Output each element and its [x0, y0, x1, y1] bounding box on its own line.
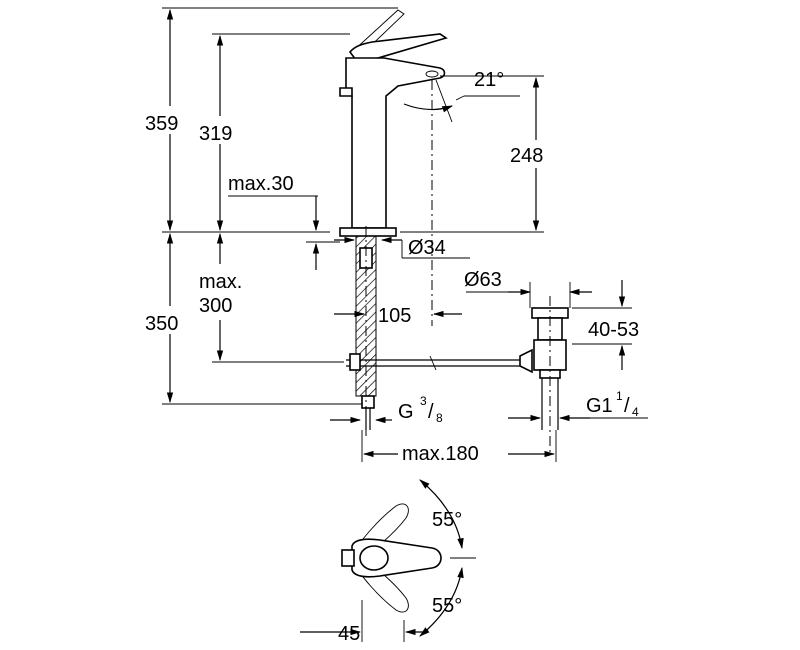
- dim-connection-num: 3: [420, 394, 427, 408]
- faucet-side-view: [339, 9, 448, 430]
- dim-waste-thread-den: 4: [632, 405, 639, 419]
- dimension-g1-14: G1 1 / 4: [508, 389, 648, 422]
- dimension-max180: max.180: [361, 430, 557, 466]
- dimension-dia63: Ø63: [464, 269, 592, 308]
- dim-waste-thread-prefix: G1: [586, 395, 613, 417]
- lever: [348, 33, 448, 61]
- spout-outlet: [425, 70, 439, 78]
- dimension-angle-21: 21°: [403, 69, 520, 123]
- faucet-base: [339, 227, 397, 237]
- dimension-g38: G 3 / 8: [330, 394, 443, 425]
- waste-drain: [519, 307, 569, 430]
- faucet-head: [345, 57, 446, 229]
- dim-total-height: 359: [145, 113, 178, 135]
- dimension-max30: max.30: [228, 173, 340, 270]
- svg-text:/: /: [428, 401, 434, 423]
- dim-spout-height: 319: [199, 123, 232, 145]
- dimension-max300: max. 300: [196, 232, 344, 363]
- dim-connection-den: 8: [436, 411, 443, 425]
- dim-reach: 105: [378, 305, 411, 327]
- dimension-248: 248: [400, 75, 556, 233]
- dimension-359: 359: [145, 7, 398, 233]
- faucet-top-view: 55° 55° 45: [300, 479, 476, 645]
- dim-outlet-height: 248: [510, 145, 543, 167]
- dimension-350: 350: [145, 232, 362, 405]
- dim-waste-thread-num: 1: [616, 389, 623, 403]
- dim-max-length-l1: max.: [199, 271, 242, 293]
- svg-text:/: /: [624, 395, 630, 417]
- dim-max-length-l2: 300: [199, 295, 232, 317]
- dim-below-deck: 350: [145, 313, 178, 335]
- dim-max-deck: max.30: [228, 173, 294, 195]
- pop-up-rod: [346, 353, 528, 371]
- dim-lever-offset: 45: [338, 623, 360, 645]
- dimension-dia34: Ø34: [334, 236, 470, 259]
- dimension-40-53: 40-53: [572, 280, 639, 370]
- dimension-105: 105: [334, 305, 462, 327]
- dim-connection-prefix: G: [398, 401, 414, 423]
- dim-waste-diameter: Ø63: [464, 269, 502, 291]
- dim-lever-angle-top: 55°: [432, 509, 462, 531]
- pop-up-knob: [339, 87, 353, 97]
- hose-connector: [361, 395, 375, 409]
- dim-lever-angle-bottom: 55°: [432, 595, 462, 617]
- dim-spout-angle: 21°: [474, 69, 504, 91]
- lever-knob: [359, 545, 389, 571]
- dim-max-horizontal: max.180: [402, 443, 479, 465]
- dimension-319: 319: [196, 33, 350, 232]
- dim-waste-range: 40-53: [588, 319, 639, 341]
- dim-hole-diameter: Ø34: [408, 237, 446, 259]
